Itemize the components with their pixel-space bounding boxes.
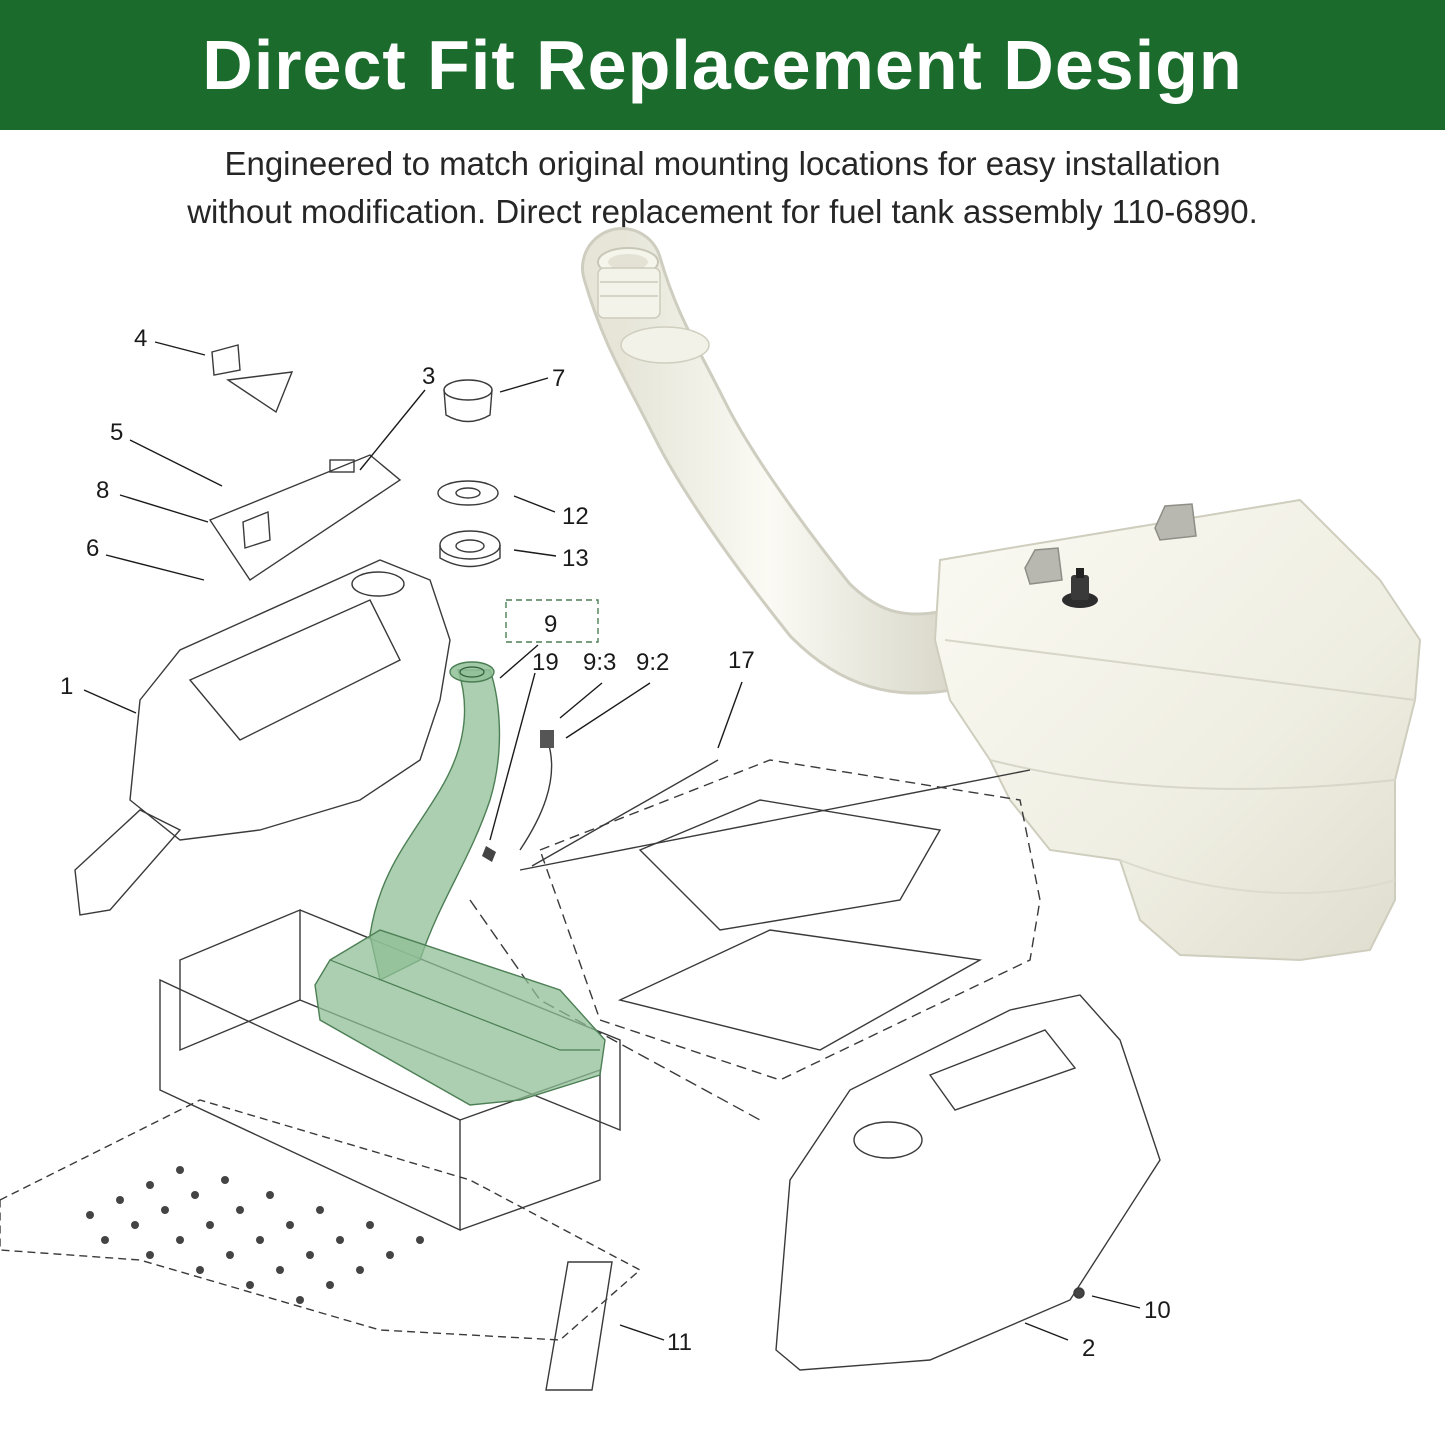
description-line-2: without modification. Direct replacement… (187, 193, 1258, 230)
callout-7: 7 (552, 365, 565, 392)
highlighted-fuel-tank (314, 599, 606, 1106)
callout-4: 4 (134, 325, 147, 352)
floor-plate-holes (86, 1166, 424, 1304)
callout-9-2: 9:2 (636, 649, 669, 676)
callout-1: 1 (60, 673, 73, 700)
callout-6: 6 (86, 535, 99, 562)
exploded-parts-drawing (0, 344, 1161, 1391)
callout-10: 10 (1144, 1297, 1171, 1324)
description: Engineered to match original mounting lo… (60, 140, 1385, 236)
callout-19: 19 (532, 649, 559, 676)
callout-leaders (83, 341, 1141, 1341)
callout-12: 12 (562, 503, 589, 530)
callout-9: 9 (544, 611, 557, 638)
banner-title: Direct Fit Replacement Design (202, 26, 1243, 104)
callout-9-3: 9:3 (583, 649, 616, 676)
callout-8: 8 (96, 477, 109, 504)
callout-13: 13 (562, 545, 589, 572)
fuel-tank-photo (581, 227, 1422, 962)
callout-11: 11 (667, 1329, 692, 1356)
description-line-1: Engineered to match original mounting lo… (224, 145, 1221, 182)
callout-17: 17 (728, 647, 755, 674)
callout-5: 5 (110, 419, 123, 446)
title-banner: Direct Fit Replacement Design (0, 0, 1445, 130)
callout-2: 2 (1082, 1335, 1095, 1362)
callout-3: 3 (422, 363, 435, 390)
